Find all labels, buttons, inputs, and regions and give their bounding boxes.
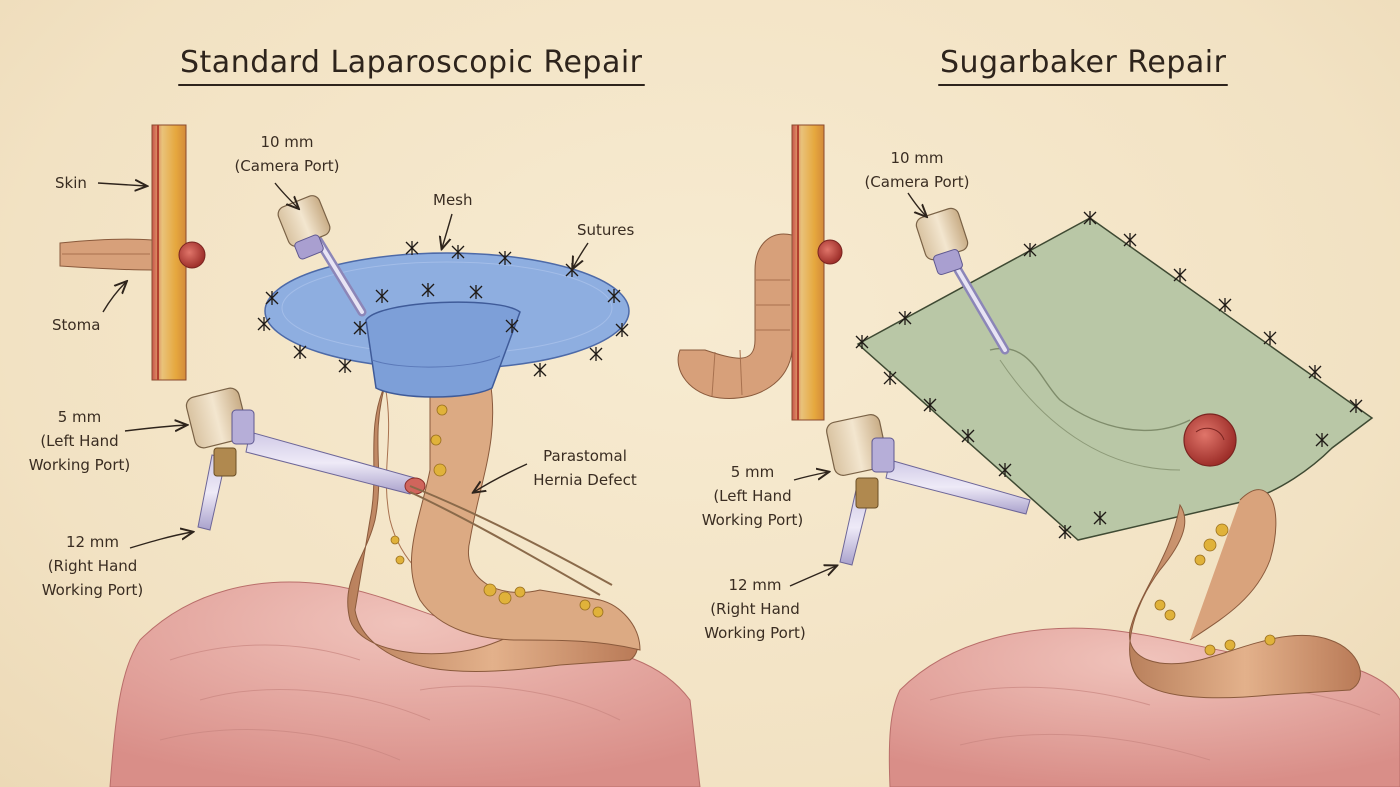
left-working-port-5mm <box>185 387 426 495</box>
left-mesh-cuff <box>365 301 521 398</box>
arrow-stoma <box>102 282 126 313</box>
label-right-camera-port: 10 mm (Camera Port) <box>864 149 970 191</box>
arrow-left-12mm <box>129 532 192 549</box>
label-left-camera-port: 10 mm (Camera Port) <box>234 133 340 175</box>
right-stoma-bud <box>817 239 843 265</box>
left-panel-title: Standard Laparoscopic Repair <box>178 45 645 86</box>
right-abdominal-wall <box>791 124 825 421</box>
arrow-sutures <box>573 242 589 268</box>
label-hernia-defect: Parastomal Hernia Defect <box>533 447 637 489</box>
arrow-skin <box>97 183 146 186</box>
arrow-hernia <box>474 463 528 492</box>
right-panel-title: Sugarbaker Repair <box>937 45 1229 86</box>
label-stoma: Stoma <box>52 316 101 334</box>
label-left-12mm-port: 12 mm (Right Hand Working Port) <box>41 533 144 599</box>
right-stoma-bowel <box>677 233 793 399</box>
arrow-left-5mm <box>124 425 186 431</box>
right-mesh-stoma <box>1183 413 1237 467</box>
label-skin: Skin <box>55 174 87 192</box>
leader-lines <box>97 182 926 587</box>
left-grasper <box>409 485 613 596</box>
arrow-mesh <box>442 213 453 248</box>
right-camera-port <box>915 207 1010 355</box>
right-mesh <box>856 217 1374 541</box>
left-stoma-bud <box>178 241 206 269</box>
label-right-12mm-port: 12 mm (Right Hand Working Port) <box>704 576 806 642</box>
left-stoma-bowel <box>59 238 153 271</box>
label-mesh: Mesh <box>433 191 473 209</box>
right-working-port-12mm <box>839 477 879 566</box>
arrow-right-12mm <box>789 566 836 587</box>
left-working-port-12mm <box>197 447 237 531</box>
label-left-5mm-port: 5 mm (Left Hand Working Port) <box>28 408 131 474</box>
arrow-right-5mm <box>793 472 828 481</box>
label-right-5mm-port: 5 mm (Left Hand Working Port) <box>701 463 804 529</box>
right-bowel-column <box>1129 503 1361 699</box>
arrow-left-camera <box>274 182 298 208</box>
label-sutures: Sutures <box>577 221 635 239</box>
right-mesh-sutures <box>855 211 1363 539</box>
arrow-right-camera <box>907 192 926 216</box>
right-working-port-5mm <box>826 414 1031 515</box>
